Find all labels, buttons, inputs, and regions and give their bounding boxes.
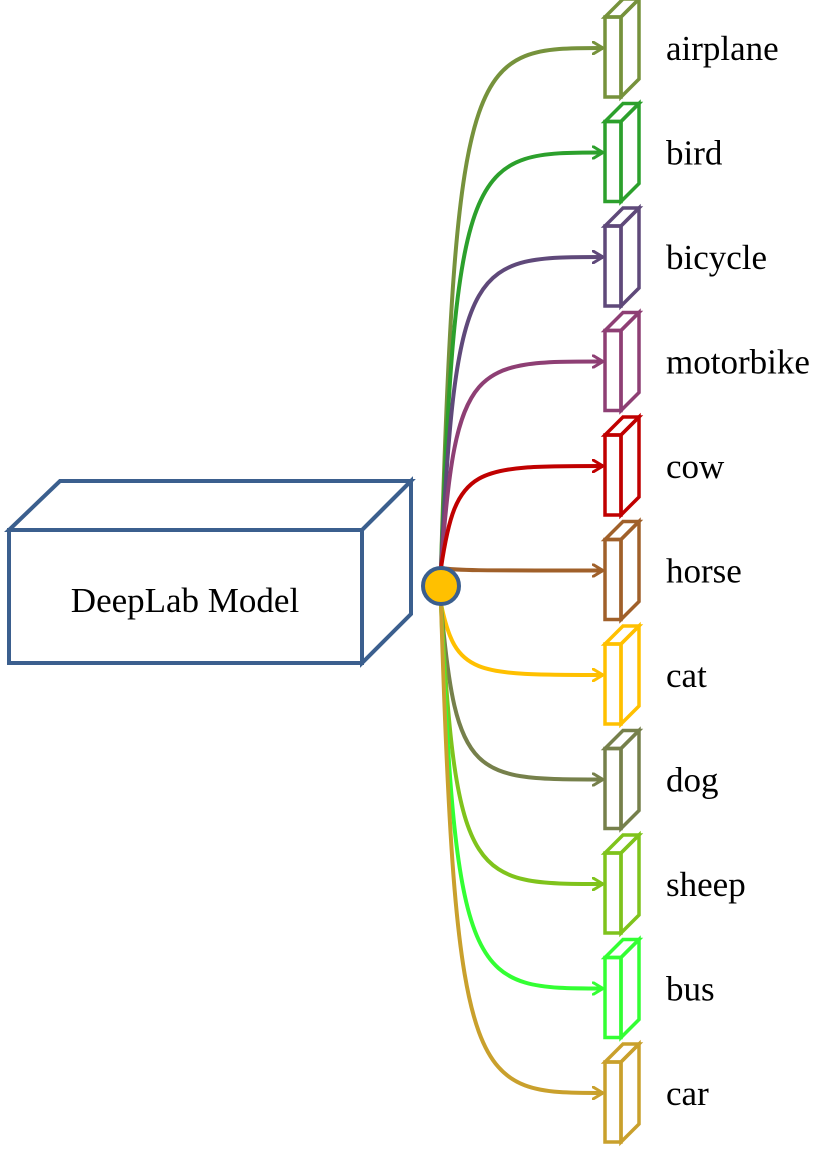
class-block-side [619,0,641,102]
class-label-airplane: airplane [666,29,779,68]
class-block-side [619,203,641,311]
arrow-bicycle [439,257,603,569]
class-block-sheep [600,830,644,938]
class-block-front [603,119,623,204]
class-block-car [600,1039,644,1147]
class-block-side [619,830,641,938]
class-block-front [603,15,623,99]
class-block-side [619,935,641,1042]
class-label-horse: horse [666,552,742,591]
class-block-horse [600,517,644,624]
class-block-airplane [600,0,641,102]
class-block-front [603,537,623,622]
class-block-cat [600,621,644,729]
class-label-bus: bus [666,970,715,1009]
class-label-dog: dog [666,761,719,800]
arrow-airplane [439,48,603,569]
arrow-bus [439,603,603,989]
class-block-side [619,517,641,624]
class-label-cat: cat [666,656,707,695]
class-block-side [619,621,641,729]
class-block-front [603,955,623,1040]
class-block-cow [600,412,644,520]
class-block-front [603,642,623,726]
class-block-bicycle [600,203,644,311]
class-block-side [619,726,641,833]
arrow-car [439,603,603,1093]
class-block-front [603,433,623,517]
arrow-motorbike [439,362,603,569]
class-block-bus [600,935,644,1042]
model-label: DeepLab Model [71,581,300,620]
class-label-sheep: sheep [666,865,746,904]
model-box: DeepLab Model [4,476,416,668]
model-box-top [4,479,416,532]
class-block-group: airplane bird bicycle motorbike cow horse cat d… [600,0,810,1147]
class-label-bicycle: bicycle [666,238,767,277]
class-label-car: car [666,1074,709,1113]
arrow-bird [439,153,603,569]
class-block-front [603,1060,623,1144]
class-block-front [603,746,623,831]
class-block-top [600,0,641,19]
hub-node [421,566,461,606]
class-block-front [603,224,623,308]
class-block-side [619,1039,641,1147]
class-block-dog [600,726,644,833]
class-label-cow: cow [666,447,725,486]
class-block-front [603,851,623,935]
class-block-motorbike [600,308,644,415]
arrow-horse [440,568,603,571]
arrow-cat [439,603,603,675]
class-block-side [619,308,641,415]
arrow-sheep [439,603,603,884]
class-block-bird [600,99,644,206]
class-block-side [619,99,641,206]
class-block-front [603,328,623,413]
arrow-dog [439,603,603,780]
class-block-side [619,412,641,520]
class-label-motorbike: motorbike [666,343,810,382]
class-label-bird: bird [666,134,723,173]
arrow-group [439,48,603,1093]
arrow-cow [439,466,603,569]
model-box-side [360,476,413,668]
